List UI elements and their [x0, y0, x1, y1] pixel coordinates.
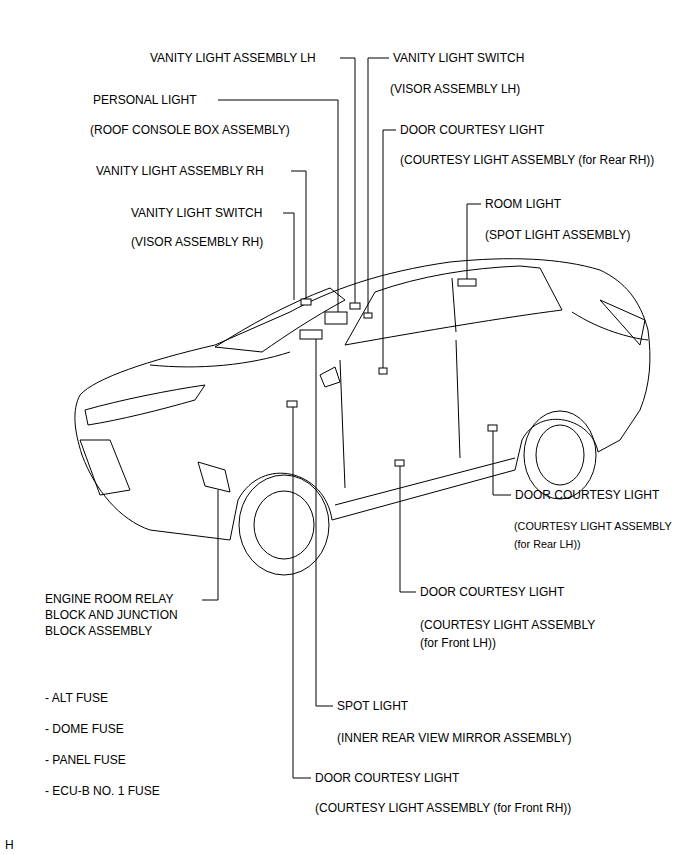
part-label: - ECU-B NO. 1 FUSE [45, 782, 160, 800]
part-label: DOOR COURTESY LIGHT [315, 769, 459, 787]
part-label: (COURTESY LIGHT ASSEMBLY (for Rear LH)) [514, 517, 686, 553]
part-label: - ALT FUSE [45, 689, 108, 707]
part-label: DOOR COURTESY LIGHT [420, 583, 564, 601]
part-label: VANITY LIGHT SWITCH [393, 49, 524, 67]
part-label: ENGINE ROOM RELAY BLOCK AND JUNCTION BLO… [45, 591, 197, 639]
part-label: SPOT LIGHT [337, 697, 408, 715]
part-label: - DOME FUSE [45, 720, 124, 738]
part-label: (VISOR ASSEMBLY RH) [131, 233, 263, 251]
part-label: - PANEL FUSE [45, 751, 126, 769]
part-label: DOOR COURTESY LIGHT [400, 121, 544, 139]
part-label: (COURTESY LIGHT ASSEMBLY (for Front RH)) [315, 799, 571, 817]
part-label: VANITY LIGHT ASSEMBLY LH [150, 49, 316, 67]
part-label: DOOR COURTESY LIGHT [515, 486, 659, 504]
part-label: (VISOR ASSEMBLY LH) [390, 80, 520, 98]
part-label: ROOM LIGHT [485, 195, 561, 213]
part-label: (ROOF CONSOLE BOX ASSEMBLY) [90, 121, 290, 139]
part-label: (SPOT LIGHT ASSEMBLY) [485, 226, 630, 244]
figure-code: H [5, 836, 14, 854]
part-label: VANITY LIGHT ASSEMBLY RH [96, 162, 264, 180]
part-label: (INNER REAR VIEW MIRROR ASSEMBLY) [337, 729, 571, 747]
part-label: (COURTESY LIGHT ASSEMBLY (for Rear RH)) [400, 151, 654, 169]
part-label: (COURTESY LIGHT ASSEMBLY (for Front LH)) [420, 616, 610, 652]
component-parts [198, 279, 497, 492]
part-label: PERSONAL LIGHT [93, 91, 197, 109]
part-label: VANITY LIGHT SWITCH [131, 204, 262, 222]
